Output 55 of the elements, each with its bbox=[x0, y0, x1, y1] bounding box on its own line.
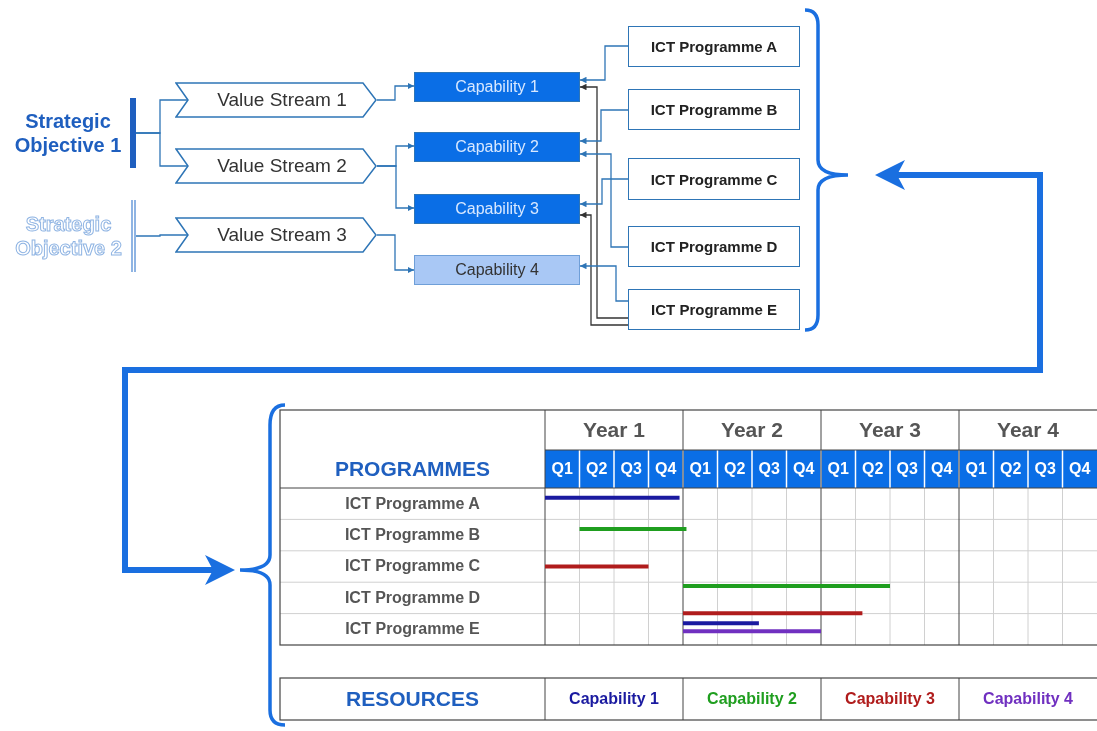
objective-label: Strategic Objective 1 bbox=[10, 98, 136, 168]
connector bbox=[579, 45, 629, 84]
connector bbox=[579, 150, 629, 248]
value-stream-box: Value Stream 1 bbox=[175, 82, 377, 118]
capability-box: Capability 1 bbox=[414, 72, 580, 102]
connector bbox=[376, 165, 415, 212]
programme-box: ICT Programme E bbox=[628, 289, 800, 330]
quarter-header: Q2 bbox=[999, 459, 1023, 479]
connector bbox=[579, 262, 629, 302]
capability-box: Capability 4 bbox=[414, 255, 580, 285]
year-header: Year 3 bbox=[858, 417, 922, 443]
objective-label: Strategic Objective 2 bbox=[10, 200, 136, 272]
connector bbox=[579, 178, 629, 208]
connector bbox=[579, 211, 629, 326]
quarter-header: Q3 bbox=[1033, 459, 1057, 479]
value-stream-box: Value Stream 2 bbox=[175, 148, 377, 184]
year-header: Year 4 bbox=[996, 417, 1060, 443]
row-label: ICT Programme C bbox=[343, 556, 482, 577]
capability-box: Capability 3 bbox=[414, 194, 580, 224]
connector bbox=[376, 234, 415, 274]
quarter-header: Q1 bbox=[550, 459, 574, 479]
row-label: ICT Programme B bbox=[343, 525, 482, 546]
programme-box: ICT Programme A bbox=[628, 26, 800, 67]
legend-label: Capability 1 bbox=[568, 689, 660, 709]
value-stream-box: Value Stream 3 bbox=[175, 217, 377, 253]
legend-label: Capability 4 bbox=[982, 689, 1074, 709]
connector bbox=[376, 82, 415, 101]
programme-box: ICT Programme B bbox=[628, 89, 800, 130]
year-header: Year 1 bbox=[582, 417, 646, 443]
quarter-header: Q4 bbox=[1068, 459, 1092, 479]
row-label: ICT Programme A bbox=[344, 493, 481, 514]
column-heading: PROGRAMMES bbox=[333, 456, 492, 482]
quarter-header: Q2 bbox=[861, 459, 885, 479]
quarter-header: Q3 bbox=[895, 459, 919, 479]
row-label: ICT Programme D bbox=[343, 587, 482, 608]
programme-box: ICT Programme C bbox=[628, 158, 800, 200]
quarter-header: Q1 bbox=[688, 459, 712, 479]
quarter-header: Q2 bbox=[723, 459, 747, 479]
quarter-header: Q4 bbox=[930, 459, 954, 479]
legend-label: Capability 2 bbox=[706, 689, 798, 709]
quarter-header: Q1 bbox=[964, 459, 988, 479]
quarter-header: Q4 bbox=[654, 459, 678, 479]
row-label: ICT Programme E bbox=[344, 619, 481, 640]
quarter-header: Q2 bbox=[585, 459, 609, 479]
programme-box: ICT Programme D bbox=[628, 226, 800, 267]
quarter-header: Q3 bbox=[619, 459, 643, 479]
connector bbox=[579, 83, 629, 319]
quarter-header: Q4 bbox=[792, 459, 816, 479]
connector bbox=[579, 109, 629, 145]
quarter-header: Q1 bbox=[826, 459, 850, 479]
legend-label: Capability 3 bbox=[844, 689, 936, 709]
row-heading: RESOURCES bbox=[345, 686, 480, 712]
capability-box: Capability 2 bbox=[414, 132, 580, 162]
quarter-header: Q3 bbox=[757, 459, 781, 479]
year-header: Year 2 bbox=[720, 417, 784, 443]
